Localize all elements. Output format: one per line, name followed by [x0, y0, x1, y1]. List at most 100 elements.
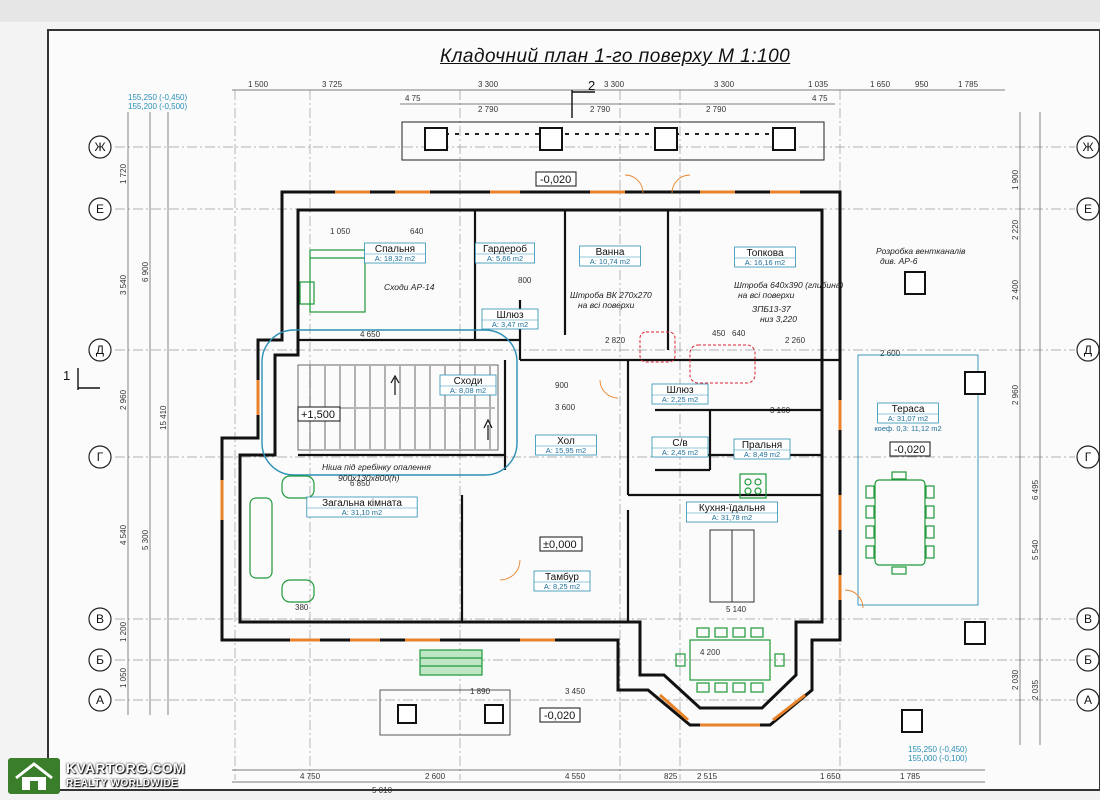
- shaft-markers: [639, 331, 756, 384]
- window-openings: [220, 190, 842, 727]
- dimension-value: 950: [915, 80, 929, 89]
- dimension-value: 2 960: [1011, 384, 1020, 405]
- room-area: A: 31,10 m2: [342, 508, 382, 517]
- dimension-value: 1 900: [1011, 169, 1020, 190]
- furniture: [249, 249, 935, 693]
- dimension-value: 5 300: [141, 529, 150, 550]
- dimension-value: 380: [295, 603, 309, 612]
- axis-label: В: [1084, 612, 1092, 626]
- room-name: Ванна: [596, 247, 625, 258]
- dimension-value: 4 750: [300, 772, 321, 781]
- dimension-value: 2 220: [1011, 219, 1020, 240]
- axis-bubble: [1076, 135, 1100, 159]
- dimension-value: 2 600: [425, 772, 446, 781]
- section-mark-left: 1: [63, 368, 70, 383]
- dimension-value: 2 515: [697, 772, 718, 781]
- section-markers: [77, 90, 595, 390]
- axis-bubble: [1076, 648, 1100, 672]
- axis-bubble: [1076, 445, 1100, 469]
- dimension-value: 1 500: [248, 80, 269, 89]
- room-name: Топкова: [746, 248, 784, 259]
- svg-text:155,250 (-0,450): 155,250 (-0,450): [128, 93, 187, 102]
- svg-text:155,000 (-0,100): 155,000 (-0,100): [908, 754, 967, 763]
- axis-label: Г: [97, 450, 104, 464]
- room-area: A: 8,49 m2: [744, 450, 780, 459]
- stair-zone-outline: [261, 329, 518, 476]
- level-mark: -0,020: [894, 444, 925, 456]
- dimension-value: 1 050: [119, 667, 128, 688]
- level-mark: ±0,000: [543, 539, 577, 551]
- svg-text:на всі поверхи: на всі поверхи: [578, 300, 635, 310]
- dimension-value: 640: [410, 227, 424, 236]
- axis-bubble: [1076, 688, 1100, 712]
- svg-text:див. AP-6: див. AP-6: [880, 256, 918, 266]
- watermark-line1: KVARTORG.COM: [66, 760, 185, 776]
- room-label: С/вA: 2,45 m2: [651, 436, 709, 458]
- room-name: Шлюз: [496, 310, 524, 321]
- dimension-value: 4 650: [360, 330, 381, 339]
- axis-label: А: [1084, 693, 1092, 707]
- dimension-value: 1 200: [119, 621, 128, 642]
- dimension-value: 5 540: [1031, 539, 1040, 560]
- dimension-value: 3 300: [714, 80, 735, 89]
- axis-bubble: [88, 197, 112, 221]
- dimension-value: 2 960: [119, 389, 128, 410]
- dimension-value: 640: [732, 329, 746, 338]
- dimension-value: 2 400: [1011, 279, 1020, 300]
- axis-label: Д: [1084, 343, 1092, 357]
- axis-label: Е: [1084, 202, 1092, 216]
- drawing-notes: Сходи AP-14 Ніша під гребінку опалення 9…: [322, 246, 966, 483]
- dimension-value: 5 140: [726, 605, 747, 614]
- room-name: Спальня: [375, 244, 415, 255]
- svg-text:155,200 (-0,500): 155,200 (-0,500): [128, 102, 187, 111]
- axis-bubble: [1076, 607, 1100, 631]
- room-name: Пральня: [742, 440, 782, 451]
- room-area: A: 15,95 m2: [546, 446, 586, 455]
- dimension-value: 15 410: [159, 405, 168, 430]
- dimension-value: 2 790: [706, 105, 727, 114]
- room-area: A: 8,25 m2: [544, 582, 580, 591]
- svg-text:низ 3,220: низ 3,220: [760, 314, 797, 324]
- axis-label: Б: [96, 653, 104, 667]
- room-name: Хол: [557, 436, 575, 447]
- room-name: Шлюз: [666, 385, 694, 396]
- room-area: A: 8,08 m2: [450, 386, 486, 395]
- svg-text:на всі поверхи: на всі поверхи: [738, 290, 795, 300]
- svg-text:Штроба 640x390 (глибина): Штроба 640x390 (глибина): [734, 280, 843, 290]
- dimension-value: 6 900: [141, 261, 150, 282]
- dimension-value: 450: [712, 329, 726, 338]
- watermark-line2: REALTY WORLDWIDE: [66, 778, 179, 789]
- svg-text:ЗПБ13-37: ЗПБ13-37: [752, 304, 791, 314]
- dimension-value: 2 600: [880, 349, 901, 358]
- axis-label: В: [96, 612, 104, 626]
- axis-bubble: [88, 338, 112, 362]
- svg-text:Штроба ВК 270x270: Штроба ВК 270x270: [570, 290, 652, 300]
- dimension-value: 2 790: [590, 105, 611, 114]
- dimension-value: 1 720: [119, 163, 128, 184]
- terrace-coefficient: коеф. 0,3: 11,12 m2: [874, 424, 941, 433]
- room-area: A: 31,78 m2: [712, 513, 752, 522]
- room-name: Гардероб: [483, 243, 527, 255]
- dimension-value: 3 300: [604, 80, 625, 89]
- room-area: A: 2,25 m2: [662, 395, 698, 404]
- svg-text:155,250 (-0,450): 155,250 (-0,450): [908, 745, 967, 754]
- top-porch: [401, 121, 825, 161]
- svg-text:Сходи AP-14: Сходи AP-14: [384, 282, 435, 292]
- axis-label: Ж: [1082, 140, 1093, 154]
- axis-bubble: [88, 135, 112, 159]
- house-logo-icon: [8, 758, 60, 794]
- dimension-value: 3 600: [555, 403, 576, 412]
- axis-bubble: [88, 648, 112, 672]
- dimension-value: 3 540: [119, 274, 128, 295]
- axis-bubble: [1076, 338, 1100, 362]
- dimension-value: 2 790: [478, 105, 499, 114]
